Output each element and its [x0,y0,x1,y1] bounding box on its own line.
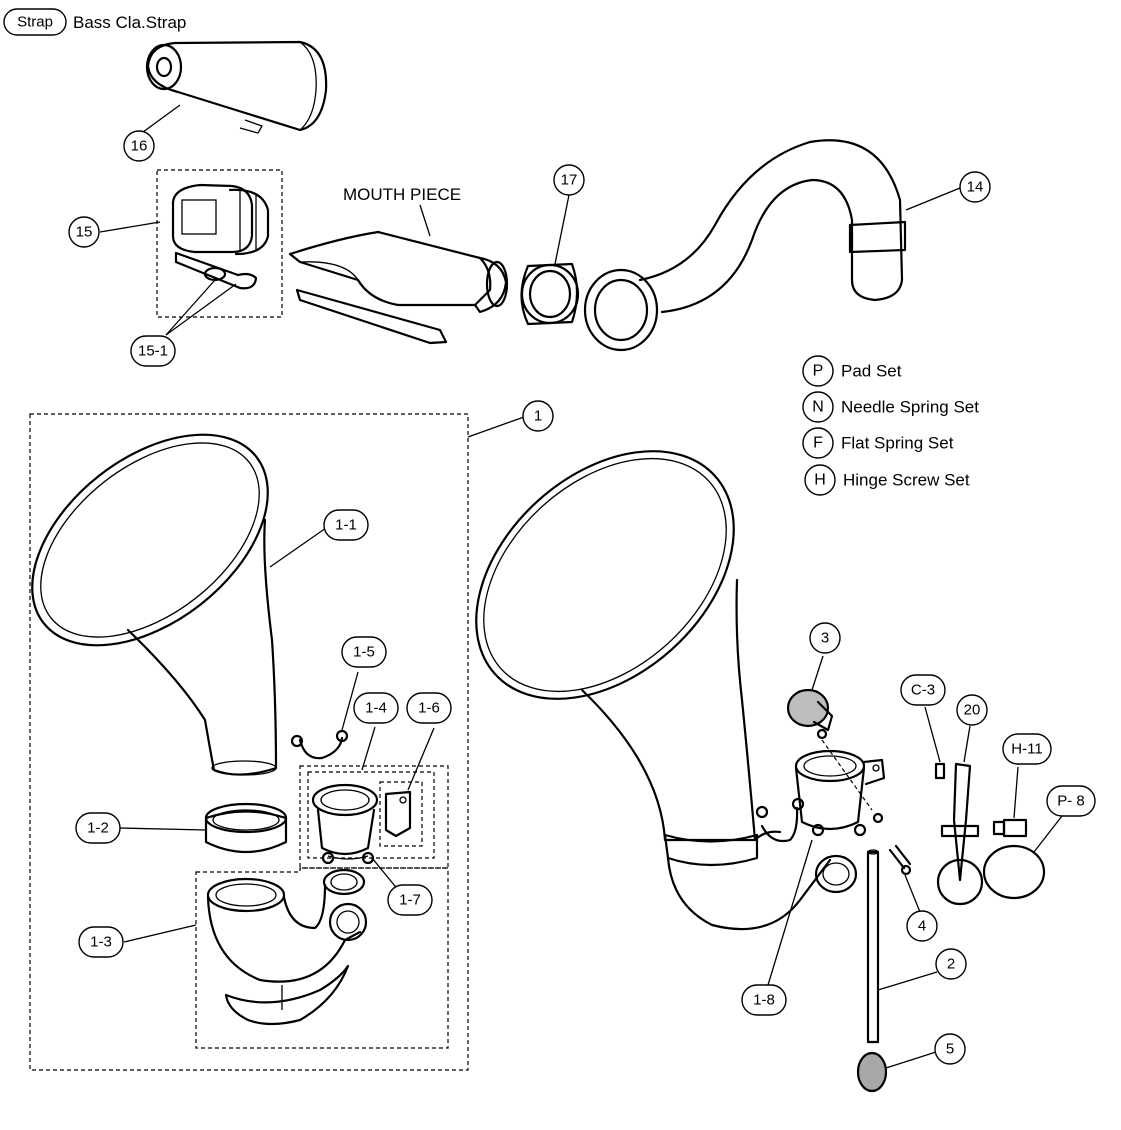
svg-text:4: 4 [918,918,926,935]
callout-1-1: 1-1 [323,509,369,541]
svg-text:1-8: 1-8 [753,992,775,1009]
svg-text:P- 8: P- 8 [1057,793,1085,810]
svg-text:H: H [814,472,826,489]
box-1-6 [379,781,423,847]
callout-1-7: 1-7 [387,884,433,916]
svg-text:1-5: 1-5 [353,644,375,661]
part-20-key [936,762,984,906]
legend-item-hinge-screw-set: H Hinge Screw Set [804,464,970,496]
part-1-3-bow [206,868,368,1026]
part-1-4-cup [311,783,379,865]
assembled-cup [794,739,886,837]
callout-1: 1 [522,400,554,432]
svg-text:1-6: 1-6 [418,700,440,717]
legend-item-pad-set: P Pad Set [802,355,902,387]
svg-text:15: 15 [76,224,93,241]
part-5-cap [856,1051,888,1093]
callout-1-8: 1-8 [741,984,787,1016]
svg-text:3: 3 [821,630,829,647]
part-P-8-pad [982,844,1046,900]
box-1-4-inner [307,771,435,859]
callout-C-3: C-3 [900,674,946,706]
part-16-cap [145,40,328,134]
mouthpiece [288,230,509,345]
box-15 [156,169,283,318]
svg-text:Pad Set: Pad Set [841,362,902,381]
part-14-neck [583,139,907,352]
callout-16: 16 [123,130,155,162]
svg-text:1-1: 1-1 [335,517,357,534]
callout-5: 5 [934,1033,966,1065]
mouthpiece-label: MOUTH PIECE [343,185,461,204]
part-1-2-ring [204,802,288,854]
callout-1-6: 1-6 [406,692,452,724]
part-3-knob [786,688,834,740]
callout-15-1: 15-1 [130,335,176,367]
part-15-ligature [171,183,270,290]
box-1 [29,413,469,1071]
box-1-4 [299,765,449,869]
callout-2: 2 [935,948,967,980]
strap-badge: Strap [3,8,67,36]
box-1-3 [195,867,449,1049]
svg-text:14: 14 [967,179,984,196]
callout-3: 3 [809,622,841,654]
legend-item-flat-spring-set: F Flat Spring Set [802,427,954,459]
part-2-rod [866,849,880,1044]
callout-1-2: 1-2 [75,812,121,844]
legend-item-needle-spring-set: N Needle Spring Set [802,391,979,423]
svg-text:1: 1 [534,408,542,425]
callout-1-5: 1-5 [341,636,387,668]
svg-text:16: 16 [131,138,148,155]
callout-H-11: H-11 [1002,733,1052,765]
svg-text:5: 5 [946,1041,954,1058]
svg-text:P: P [813,363,824,380]
callout-1-4: 1-4 [353,692,399,724]
callout-20: 20 [956,694,988,726]
svg-text:Strap: Strap [17,14,53,31]
svg-text:1-2: 1-2 [87,820,109,837]
callout-14: 14 [959,171,991,203]
svg-text:F: F [813,435,823,452]
callout-P-8: P- 8 [1046,785,1096,817]
part-1-1-bell [31,433,278,776]
svg-text:C-3: C-3 [911,682,935,699]
svg-text:H-11: H-11 [1011,741,1042,758]
svg-text:1-7: 1-7 [399,892,421,909]
svg-text:20: 20 [964,702,981,719]
svg-text:Flat Spring Set: Flat Spring Set [841,434,954,453]
svg-text:Needle Spring Set: Needle Spring Set [841,398,979,417]
svg-text:1-3: 1-3 [90,934,112,951]
callout-17: 17 [553,164,585,196]
callout-4: 4 [906,910,938,942]
part-1-6-plate [384,790,412,838]
callout-1-3: 1-3 [78,926,124,958]
svg-text:17: 17 [561,172,578,189]
svg-text:Hinge Screw Set: Hinge Screw Set [843,471,970,490]
svg-text:1-4: 1-4 [365,700,387,717]
part-1-5-hook [290,729,349,760]
part-H-11-screw [992,818,1028,838]
part-17-ring [520,262,580,326]
part-C-3 [934,762,946,780]
legend: P Pad Set N Needle Spring Set F Flat Spr… [802,355,979,496]
svg-text:15-1: 15-1 [138,343,168,360]
svg-text:2: 2 [947,956,955,973]
svg-text:N: N [812,399,824,416]
callout-15: 15 [68,216,100,248]
assembled-bell [475,450,858,931]
strap-caption: Bass Cla.Strap [73,13,186,32]
part-4-screw [888,844,912,876]
